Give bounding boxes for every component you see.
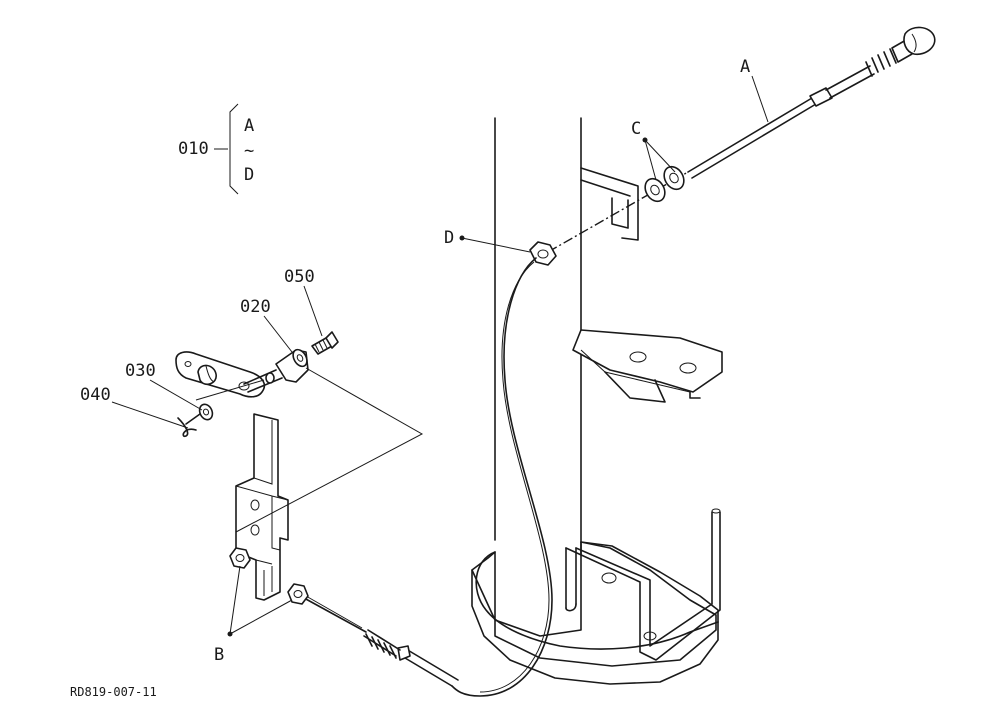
- callout-B: B: [214, 565, 293, 665]
- label-030: 030: [125, 361, 156, 381]
- callout-C: C: [631, 119, 676, 181]
- drawing-code: RD819-007-11: [70, 685, 157, 699]
- callout-040: 040: [80, 385, 189, 429]
- label-C: C: [631, 119, 641, 139]
- column-assembly: [471, 117, 723, 685]
- label-040: 040: [80, 385, 111, 405]
- callout-050: 050: [284, 267, 323, 337]
- range-from: A: [244, 116, 254, 136]
- label-B: B: [214, 645, 224, 665]
- callout-030: 030: [125, 361, 203, 411]
- label-D: D: [444, 228, 454, 248]
- lever-and-pin: [175, 331, 424, 533]
- callout-020: 020: [240, 297, 293, 353]
- callout-A: A: [740, 57, 769, 123]
- washers-and-nut: [529, 165, 689, 266]
- throttle-cable-upper: [687, 26, 936, 179]
- label-020: 020: [240, 297, 271, 317]
- callout-010-range: 010 A ~ D: [178, 103, 254, 195]
- label-A: A: [740, 57, 750, 77]
- flexible-cable: [451, 257, 553, 697]
- label-010: 010: [178, 139, 209, 159]
- label-050: 050: [284, 267, 315, 287]
- lever-plate: [229, 413, 309, 605]
- cable-end-lower: [303, 595, 459, 687]
- callout-D: D: [444, 228, 531, 253]
- range-to: D: [244, 165, 254, 185]
- range-separator: ~: [244, 141, 254, 161]
